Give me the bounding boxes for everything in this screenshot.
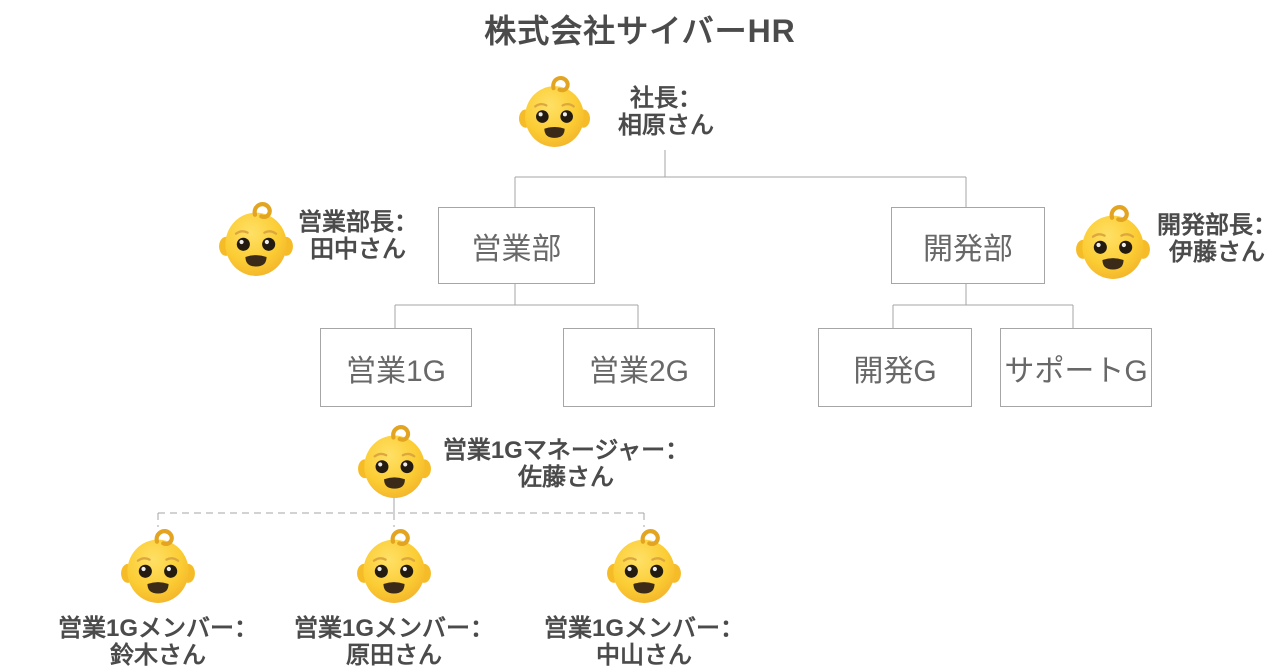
dept-box-sales-label: 営業部 <box>471 232 562 266</box>
group-box-sales2g: 営業2G <box>563 328 715 407</box>
page-title: 株式会社サイバーHR <box>484 13 796 49</box>
group-box-sales1g: 営業1G <box>320 328 472 407</box>
baby-emoji-icon <box>356 528 432 604</box>
president-role: 社長： <box>630 85 702 112</box>
baby-emoji-icon <box>606 528 682 604</box>
member-1-name: 鈴木さん <box>110 642 206 669</box>
baby-emoji-icon <box>120 528 196 604</box>
member-2-label: 営業1Gメンバー： 原田さん <box>274 615 514 669</box>
sales-manager-name: 田中さん <box>310 236 406 263</box>
group-box-sales1g-label: 営業1G <box>345 354 447 388</box>
group-box-supportg: サポートG <box>1000 328 1152 407</box>
dept-box-sales: 営業部 <box>438 207 595 284</box>
group-box-devg-label: 開発G <box>853 354 937 388</box>
president-to-depts-line <box>514 150 967 207</box>
dept-box-dev-label: 開発部 <box>923 232 1013 266</box>
sales1g-manager-role: 営業1Gマネージャー： <box>442 437 690 464</box>
member-1-role: 営業1Gメンバー： <box>57 615 258 642</box>
member-3-name: 中山さん <box>596 642 692 669</box>
sales1g-manager-name: 佐藤さん <box>518 464 614 491</box>
president-name: 相原さん <box>618 112 714 139</box>
member-1-label: 営業1Gメンバー： 鈴木さん <box>38 615 278 669</box>
baby-emoji-icon <box>357 424 432 499</box>
sales-to-groups-line <box>394 282 639 328</box>
dev-manager-name: 伊藤さん <box>1169 239 1265 266</box>
sales1g-manager-label: 営業1Gマネージャー： 佐藤さん <box>436 437 696 491</box>
member-2-name: 原田さん <box>346 642 442 669</box>
group-box-devg: 開発G <box>818 328 972 407</box>
dev-to-groups-line <box>892 282 1074 328</box>
dev-manager-label: 開発部長： 伊藤さん <box>1097 212 1280 266</box>
group-box-sales2g-label: 営業2G <box>588 354 690 388</box>
member-2-role: 営業1Gメンバー： <box>293 615 494 642</box>
sales-manager-label: 営業部長： 田中さん <box>238 209 478 263</box>
president-label: 社長： 相原さん <box>546 85 786 139</box>
manager-to-members-dashed-line <box>157 512 645 527</box>
sales-manager-role: 営業部長： <box>298 209 418 236</box>
group-box-supportg-label: サポートG <box>1004 354 1148 388</box>
member-3-role: 営業1Gメンバー： <box>543 615 744 642</box>
member-3-label: 営業1Gメンバー： 中山さん <box>524 615 764 669</box>
dev-manager-role: 開発部長： <box>1157 212 1277 239</box>
dept-box-dev: 開発部 <box>891 207 1045 284</box>
